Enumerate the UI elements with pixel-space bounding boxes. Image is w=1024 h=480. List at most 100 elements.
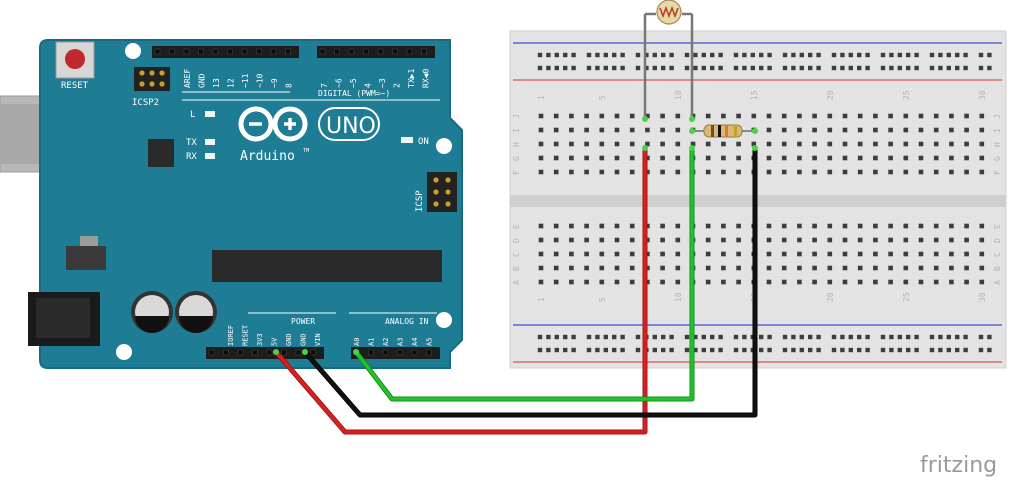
rail-hole <box>669 347 674 353</box>
breadboard-hole <box>660 155 665 161</box>
breadboard-hole <box>629 251 635 257</box>
wire-green-a0 <box>354 148 694 401</box>
rail-hole <box>946 347 951 353</box>
rail-hole <box>661 347 666 353</box>
rail-hole <box>537 52 543 58</box>
rail-hole <box>987 65 992 71</box>
rail-hole <box>906 347 911 353</box>
breadboard-hole <box>812 251 817 257</box>
rail-hole <box>759 65 764 71</box>
breadboard-hole <box>569 155 574 161</box>
breadboard-hole <box>827 279 833 285</box>
breadboard-hole <box>538 169 544 175</box>
header-pin <box>270 48 277 55</box>
analog-title: ANALOG IN <box>385 317 429 326</box>
rail-hole <box>759 334 764 340</box>
icsp2-label: ICSP2 <box>132 98 159 108</box>
led-label-rx: RX <box>186 152 197 162</box>
column-number: 5 <box>598 95 607 100</box>
rail-hole <box>799 347 804 353</box>
breadboard-hole <box>903 237 909 243</box>
breadboard-hole <box>827 237 833 243</box>
rail-hole <box>684 65 690 71</box>
row-letter: E <box>512 224 521 229</box>
reset-label: RESET <box>61 81 89 91</box>
rail-hole <box>742 334 747 340</box>
digital-header-left <box>152 46 299 58</box>
breadboard-hole <box>645 141 650 147</box>
rail-hole <box>710 65 715 71</box>
row-letter: J <box>512 114 521 119</box>
rail-hole <box>955 334 960 340</box>
breadboard-hole <box>614 155 620 161</box>
rail-hole <box>865 65 870 71</box>
breadboard-hole <box>888 223 893 229</box>
header-pin <box>411 349 418 356</box>
breadboard-hole <box>949 155 954 161</box>
breadboard-hole <box>569 223 574 229</box>
breadboard-hole <box>629 279 635 285</box>
digital-title: DIGITAL (PWM=~) <box>318 89 390 98</box>
breadboard-hole <box>584 155 589 161</box>
breadboard-hole <box>873 127 878 133</box>
rail-hole <box>799 52 804 58</box>
rail-hole <box>880 52 886 58</box>
rail-hole <box>612 52 617 58</box>
rail-hole <box>865 347 870 353</box>
breadboard-hole <box>675 251 681 257</box>
header-pin <box>426 349 432 356</box>
row-letter: G <box>993 156 1002 161</box>
breadboard-hole <box>736 169 741 175</box>
breadboard-hole <box>614 279 620 285</box>
breadboard-hole <box>827 155 833 161</box>
rail-hole <box>816 334 821 340</box>
breadboard-hole <box>964 169 969 175</box>
breadboard-hole <box>781 251 787 257</box>
rail-hole <box>612 334 617 340</box>
header-pin <box>368 349 374 356</box>
pin-label: A2 <box>382 338 390 346</box>
breadboard-hole <box>903 113 909 119</box>
rail-hole <box>857 65 862 71</box>
breadboard-hole <box>903 265 909 271</box>
breadboard-hole <box>614 223 620 229</box>
rail-hole <box>620 65 625 71</box>
rail-hole <box>684 334 690 340</box>
rail-hole <box>929 334 935 340</box>
breadboard-hole <box>979 265 985 271</box>
breadboard-hole <box>569 251 574 257</box>
header-pin <box>252 349 258 356</box>
breadboard-hole <box>827 169 833 175</box>
breadboard-hole <box>614 127 620 133</box>
breadboard-hole <box>842 251 848 257</box>
rail-hole <box>831 347 837 353</box>
breadboard-hole <box>721 237 726 243</box>
rail-hole <box>537 347 543 353</box>
breadboard-hole <box>584 237 589 243</box>
led-label-tx: TX <box>186 138 197 148</box>
rail-hole <box>929 52 935 58</box>
breadboard-hole <box>918 169 924 175</box>
rail-hole <box>906 65 911 71</box>
breadboard-hole <box>660 141 665 147</box>
rail-hole <box>710 52 715 58</box>
pin-label: 13 <box>212 78 221 88</box>
breadboard-hole <box>660 237 665 243</box>
header-pin <box>397 349 403 356</box>
breadboard-hole <box>781 279 787 285</box>
header-pin <box>241 48 248 55</box>
wire-endpoint <box>752 145 758 151</box>
pin-label: ~3 <box>378 78 387 88</box>
breadboard-hole <box>660 279 665 285</box>
row-letter: H <box>512 142 521 147</box>
rail-hole <box>759 52 764 58</box>
rail-hole <box>612 347 617 353</box>
breadboard-hole <box>569 141 574 147</box>
rail-hole <box>782 52 788 58</box>
breadboard-hole <box>614 265 620 271</box>
breadboard-hole <box>614 237 620 243</box>
icsp2-header <box>134 67 170 91</box>
breadboard-hole <box>857 155 863 161</box>
breadboard-hole <box>857 279 863 285</box>
